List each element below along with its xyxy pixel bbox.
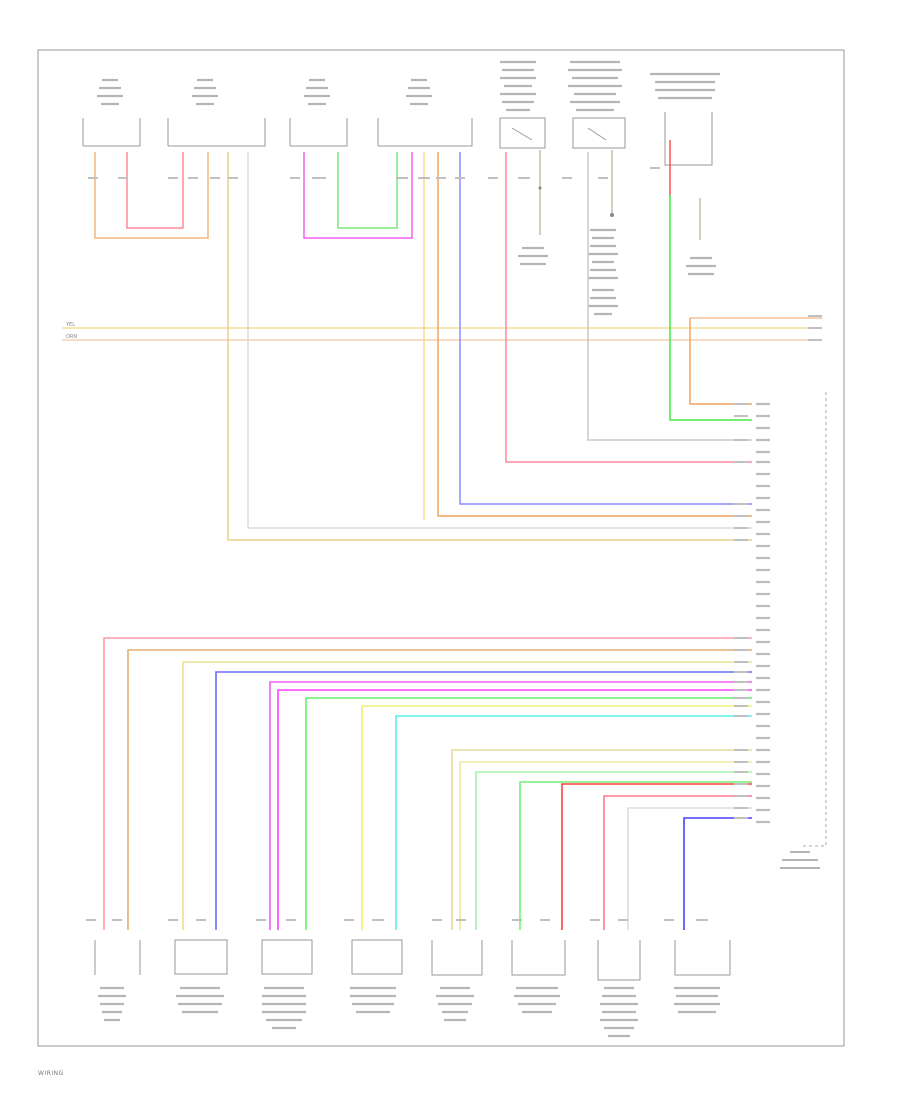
wire-blu-b1 — [215, 671, 752, 930]
wire-pur-b2 — [277, 689, 752, 930]
wire-tan-b2 — [451, 749, 752, 930]
wire-grn-b1 — [305, 697, 752, 930]
wire-grn-b3 — [519, 781, 752, 930]
page-label: WIRING — [38, 1070, 64, 1077]
comp-3-box — [261, 939, 313, 975]
comp-1-box — [94, 940, 141, 975]
driver-switch-blade — [511, 127, 533, 141]
wire-orn-loop-left — [94, 152, 209, 239]
occupant-detection-box — [664, 112, 713, 166]
wire-blu-b2 — [683, 817, 752, 930]
wire-grn-loop-right — [337, 152, 398, 229]
wire-yel-b2 — [361, 705, 752, 930]
wire-orn-2 — [437, 152, 752, 517]
wire-yel-b3 — [459, 761, 752, 930]
wire-yel-b1 — [182, 661, 752, 930]
bus-label-yel: YEL — [65, 322, 75, 328]
comp-6-box — [511, 940, 566, 976]
left-front-sensor-box — [82, 118, 141, 147]
right-sensor-loops — [303, 152, 413, 239]
comp-8-box — [674, 940, 731, 976]
airbag-module-bracket — [800, 392, 827, 847]
wire-wht-b1 — [627, 807, 752, 930]
left-sensor-loops — [94, 152, 209, 239]
wire-orn-occ — [689, 318, 752, 405]
wire-cyn-b1 — [395, 715, 752, 930]
wire-pur-loop-right — [303, 152, 413, 239]
bottom-wires — [103, 637, 752, 930]
wire-tan-1 — [227, 152, 752, 541]
bottom-label-blocks — [98, 986, 720, 1038]
right-side-sensor-box — [377, 118, 473, 147]
wire-tags — [86, 167, 822, 921]
wire-pnk-b2 — [603, 795, 752, 930]
wire-gry-pass — [587, 152, 752, 441]
driver-buckle-switch-box — [499, 117, 546, 149]
top-drop-wires — [227, 140, 752, 541]
wire-blu-1 — [459, 152, 752, 505]
wire-pnk-loop-left — [126, 152, 184, 229]
wire-pnk-driver — [505, 152, 752, 463]
comp-2-box — [174, 939, 228, 975]
passenger-buckle-switch-box — [572, 117, 626, 149]
left-side-sensor-box — [167, 118, 266, 147]
wire-pnk-b1 — [103, 637, 752, 930]
bus-label-orn: ORN — [66, 334, 77, 340]
wire-grn-occ — [669, 195, 752, 421]
wire-tan-b1 — [127, 649, 752, 930]
right-front-sensor-box — [289, 118, 348, 147]
wire-red-b1 — [561, 783, 752, 930]
wire-wht-1 — [247, 152, 752, 529]
airbag-connector-pins — [756, 402, 770, 824]
ground-stubs — [538, 150, 701, 240]
top-components — [82, 112, 713, 166]
comp-4-box — [351, 939, 403, 975]
bottom-components — [94, 939, 731, 981]
comp-7-box — [597, 940, 641, 981]
passenger-switch-blade — [587, 127, 607, 141]
top-label-blocks — [97, 60, 720, 316]
top-bus — [62, 317, 822, 341]
wire-pur-b1 — [269, 681, 752, 930]
airbag-module-label — [780, 851, 820, 869]
wire-grn-b2 — [475, 771, 752, 930]
comp-5-box — [431, 940, 483, 976]
diagram-frame — [37, 49, 845, 1047]
